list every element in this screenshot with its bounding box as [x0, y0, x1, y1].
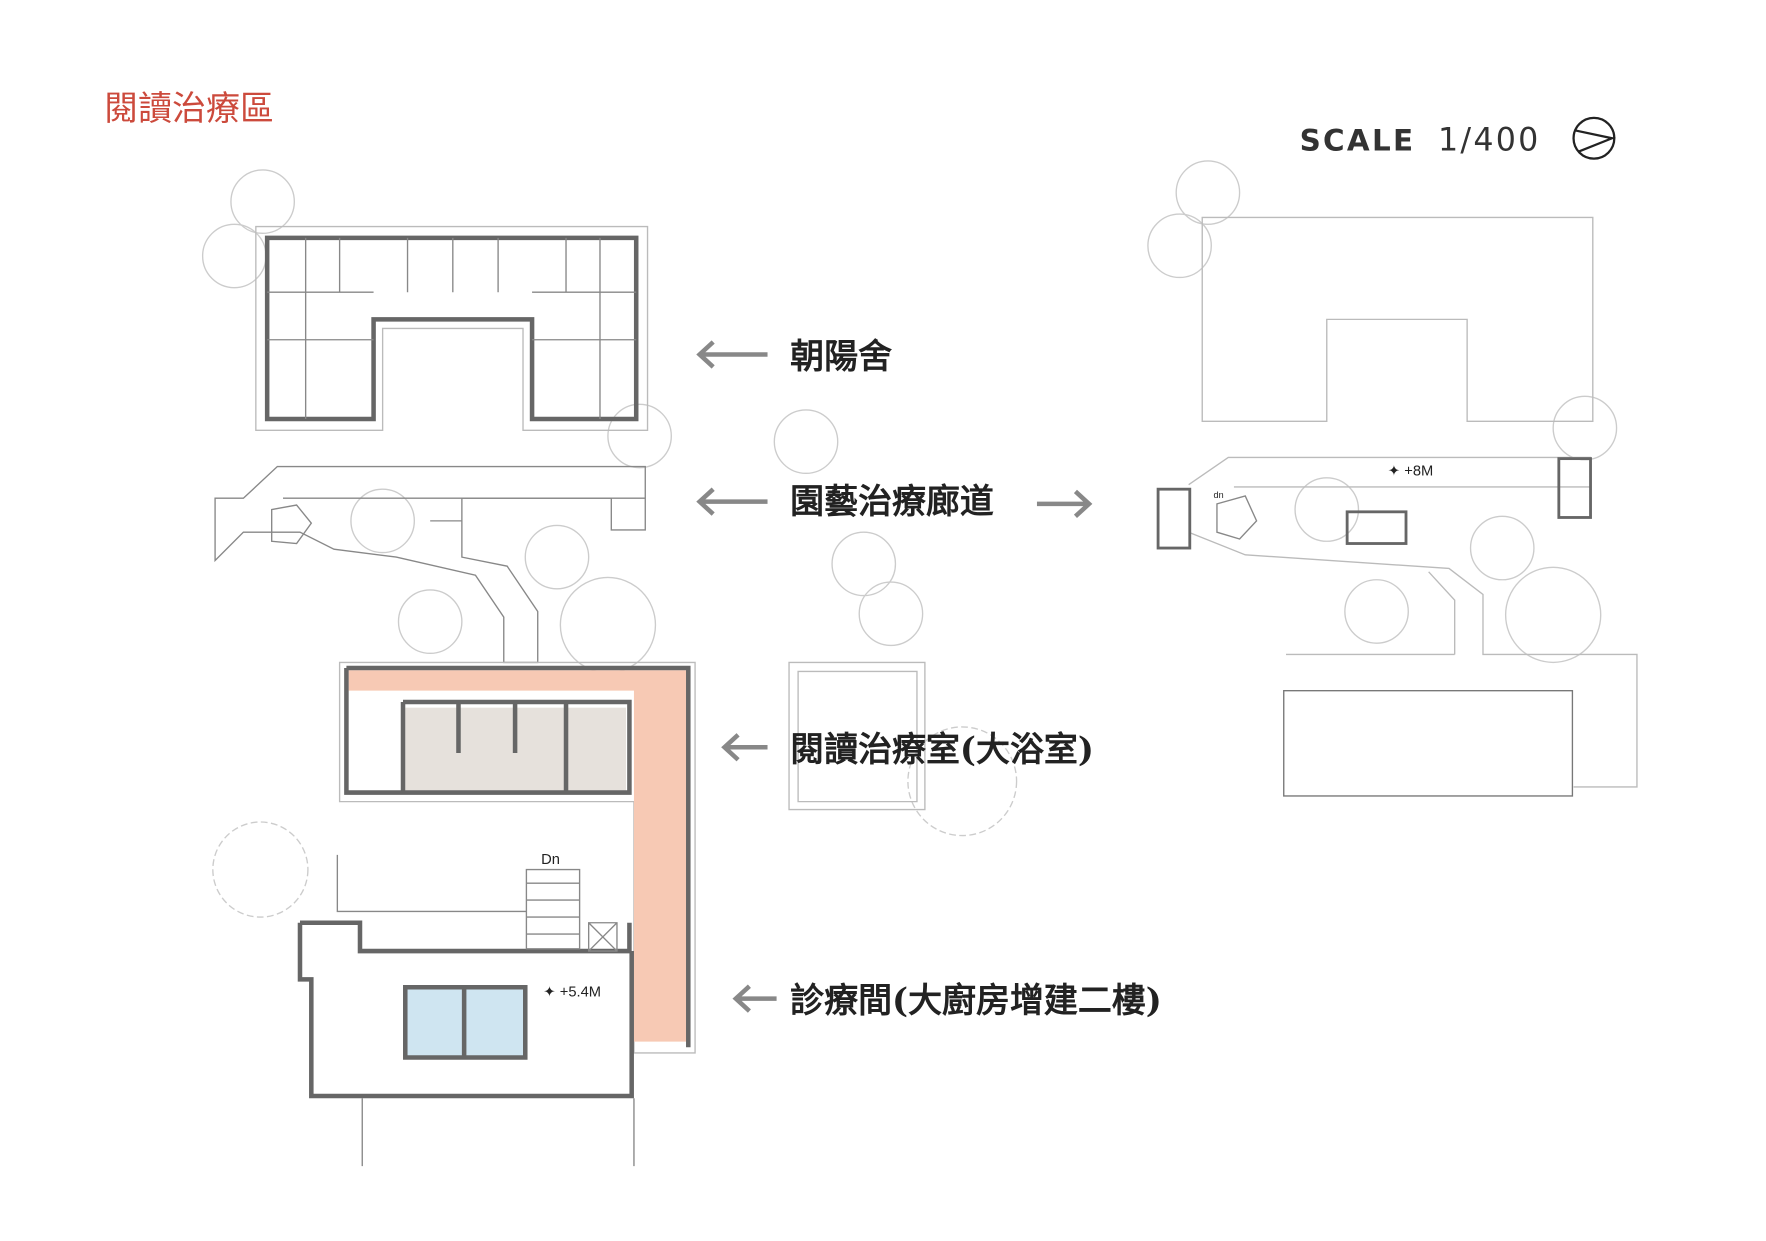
roof-plan: ✦ +8M dn	[1156, 216, 1638, 797]
level-label-roof: ✦ +8M	[1388, 464, 1433, 480]
dorm-plan	[255, 225, 649, 431]
arrow-left-icon	[696, 487, 768, 516]
label-reading-room: 閱讀治療室(大浴室)	[790, 730, 1094, 770]
arrow-left-icon	[696, 340, 768, 369]
arrow-right-icon	[1036, 489, 1093, 519]
label-dorm: 朝陽舍	[790, 337, 892, 377]
adjacent-building	[788, 661, 926, 811]
corridor-plan	[214, 465, 646, 664]
clinic-plan: Dn ✦ +5.4M	[297, 852, 635, 1167]
trees	[201, 160, 1618, 918]
dn-label: Dn	[541, 852, 560, 868]
dn-label-roof: dn	[1214, 490, 1224, 500]
arrow-left-icon	[732, 984, 777, 1013]
label-corridor: 園藝治療廊道	[790, 482, 994, 522]
north-arrow-icon	[1572, 116, 1616, 160]
label-clinic: 診療間(大廚房增建二樓)	[790, 981, 1162, 1021]
level-label-clinic: ✦ +5.4M	[543, 984, 601, 1000]
arrow-left-icon	[721, 733, 768, 762]
page-title: 閱讀治療區	[104, 89, 274, 129]
reading-room-plan	[338, 661, 696, 1054]
